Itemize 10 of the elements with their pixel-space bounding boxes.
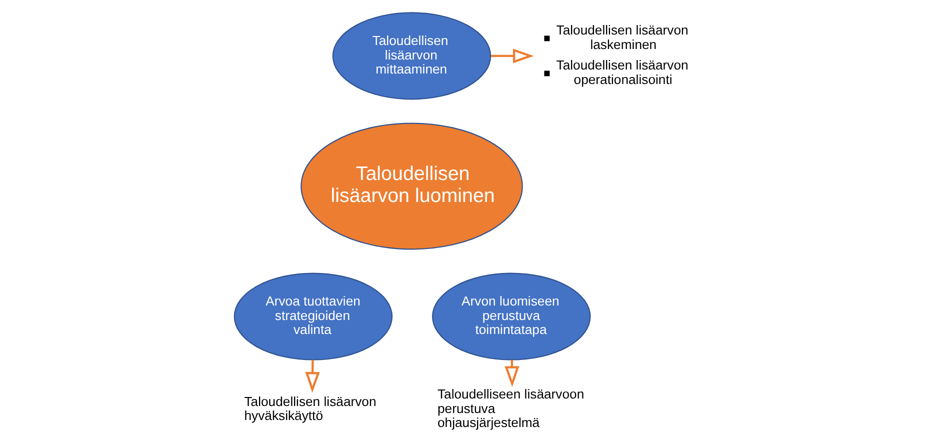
node-ellipse: Arvoa tuottavien strategioiden valinta	[233, 272, 392, 360]
arrow	[490, 48, 534, 64]
node-label: Taloudellisen lisäarvon laskeminen	[556, 22, 688, 52]
node-ellipse: Taloudellisen lisäarvon mittaaminen	[332, 12, 491, 100]
node-text: Taloudellisen lisäarvon hyväksikäyttö	[244, 394, 376, 424]
node-text: Taloudelliseen lisäarvoon perustuva ohjausjärjestelmä	[436, 386, 584, 430]
node-ellipse: Taloudellisen lisäarvon luominen	[300, 122, 522, 250]
node-ellipse: Arvon luomiseen perustuva toimintatapa	[432, 272, 590, 360]
arrow	[304, 360, 320, 393]
node-label: Taloudellisen lisäarvon operationalisointi	[556, 58, 688, 87]
